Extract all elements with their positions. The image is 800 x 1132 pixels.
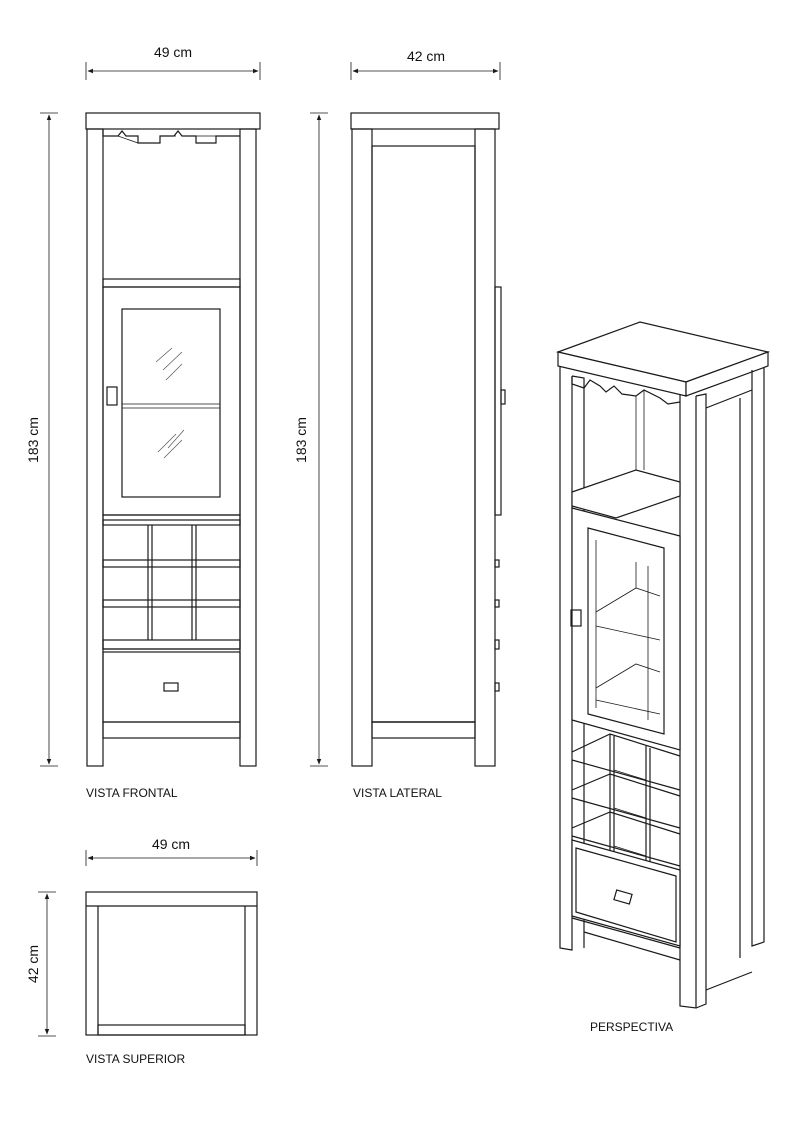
side-cabinet <box>350 112 506 767</box>
perspective-view <box>555 321 771 1009</box>
front-width-label: 49 cm <box>154 44 192 60</box>
front-height-label: 183 cm <box>25 417 41 463</box>
front-width-dimension: 49 cm <box>85 44 261 80</box>
side-caption: VISTA LATERAL <box>353 786 442 800</box>
top-cabinet <box>85 891 258 1036</box>
front-view: 49 cm 183 cm <box>25 44 261 800</box>
side-height-label: 183 cm <box>293 417 309 463</box>
top-width-label: 49 cm <box>152 836 190 852</box>
front-cabinet <box>85 112 261 767</box>
top-width-dimension: 49 cm <box>85 836 258 866</box>
side-view: 42 cm 183 cm VISTA LATERAL <box>293 48 506 800</box>
top-depth-label: 42 cm <box>25 945 41 983</box>
top-caption: VISTA SUPERIOR <box>86 1052 185 1066</box>
top-view: 49 cm 42 cm VISTA SUPERIOR <box>25 836 258 1066</box>
side-height-dimension: 183 cm <box>293 112 328 767</box>
side-depth-dimension: 42 cm <box>350 48 501 80</box>
front-height-dimension: 183 cm <box>25 112 58 767</box>
side-depth-label: 42 cm <box>407 48 445 64</box>
front-caption: VISTA FRONTAL <box>86 786 178 800</box>
perspective-caption: PERSPECTIVA <box>590 1020 673 1034</box>
top-depth-dimension: 42 cm <box>25 891 56 1037</box>
